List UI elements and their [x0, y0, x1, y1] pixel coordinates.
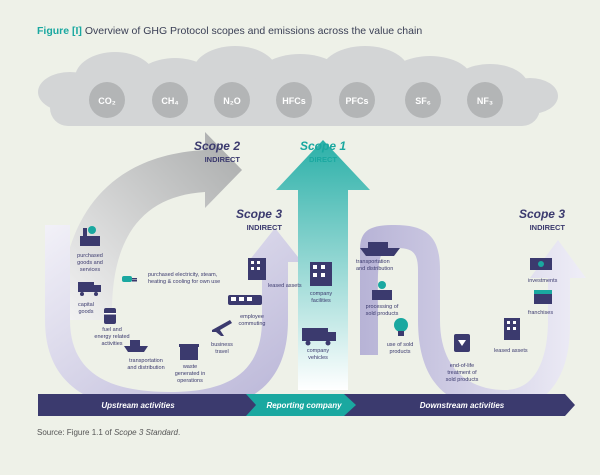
factory-icon — [80, 226, 100, 246]
barrel-icon — [104, 308, 116, 324]
gas-label: CH₄ — [161, 96, 178, 106]
lightbulb-icon — [394, 318, 408, 336]
plug-icon — [122, 276, 137, 282]
building-icon-downstream — [504, 318, 520, 340]
label-franchises: franchises — [528, 310, 553, 316]
gas-pfcs — [339, 82, 375, 118]
scope2-type: INDIRECT — [205, 155, 241, 164]
truck-icon-vehicles — [302, 328, 336, 346]
building-icon-facilities — [310, 262, 332, 286]
figure-title: Figure [I] Overview of GHG Protocol scop… — [37, 25, 422, 37]
gas-ch4 — [152, 82, 188, 118]
recycle-bin-icon — [454, 334, 470, 352]
money-icon — [530, 258, 552, 270]
upstream-label: Upstream activities — [101, 401, 175, 410]
gas-label: SF₆ — [415, 96, 431, 106]
gas-n2o — [214, 82, 250, 118]
label-investments: investments — [528, 278, 558, 284]
gas-co2 — [89, 82, 125, 118]
gas-label: NF₃ — [477, 96, 493, 106]
scope3-upstream-arrow — [45, 225, 302, 412]
ship-icon-upstream — [124, 340, 148, 352]
upstream-segment — [38, 394, 262, 416]
label-leased-assets-upstream: leased assets — [268, 283, 302, 289]
dumpster-icon — [179, 344, 199, 360]
activities-bar: Upstream activities Reporting company Do… — [38, 394, 575, 416]
scope1-type: DIRECT — [309, 155, 337, 164]
source-suffix: . — [177, 428, 181, 437]
label-electricity: purchased electricity, steam,heating & c… — [148, 272, 220, 285]
scope2-arrow — [60, 132, 242, 320]
scope3-upstream-title: Scope 3 — [236, 207, 282, 221]
source-note: Source: Figure 1.1 of Scope 3 Standard. — [37, 428, 180, 437]
train-icon — [228, 295, 262, 305]
figure-title-text: Overview of GHG Protocol scopes and emis… — [84, 25, 423, 37]
gas-label: N₂O — [223, 96, 241, 106]
figure-label: Figure [I] — [37, 25, 82, 37]
truck-icon-capital — [78, 282, 101, 296]
scope2-title: Scope 2 — [194, 139, 240, 153]
gas-circles: CO₂ CH₄ N₂O HFCs PFCs SF₆ NF₃ — [89, 82, 503, 118]
downstream-segment — [344, 394, 575, 416]
scope1-title: Scope 1 — [300, 139, 346, 153]
shop-icon — [534, 290, 552, 304]
building-icon-upstream — [248, 258, 266, 280]
gas-nf3 — [467, 82, 503, 118]
gas-label: PFCs — [345, 96, 368, 106]
scope3-downstream-type: INDIRECT — [530, 223, 566, 232]
scope3-downstream-title: Scope 3 — [519, 207, 565, 221]
factory-icon-processing — [372, 281, 392, 300]
gas-label: CO₂ — [98, 96, 116, 106]
gas-sf6 — [405, 82, 441, 118]
source-prefix: Source: Figure 1.1 of — [37, 428, 114, 437]
reporting-segment — [246, 394, 362, 416]
reporting-label: Reporting company — [266, 401, 342, 410]
gas-label: HFCs — [282, 96, 306, 106]
source-doc: Scope 3 Standard — [113, 428, 178, 437]
ship-icon-downstream — [360, 242, 400, 256]
scope3-upstream-type: INDIRECT — [247, 223, 283, 232]
downstream-label: Downstream activities — [420, 401, 505, 410]
label-leased-assets-downstream: leased assets — [494, 348, 528, 354]
plane-icon — [212, 320, 232, 336]
gas-hfcs — [276, 82, 312, 118]
